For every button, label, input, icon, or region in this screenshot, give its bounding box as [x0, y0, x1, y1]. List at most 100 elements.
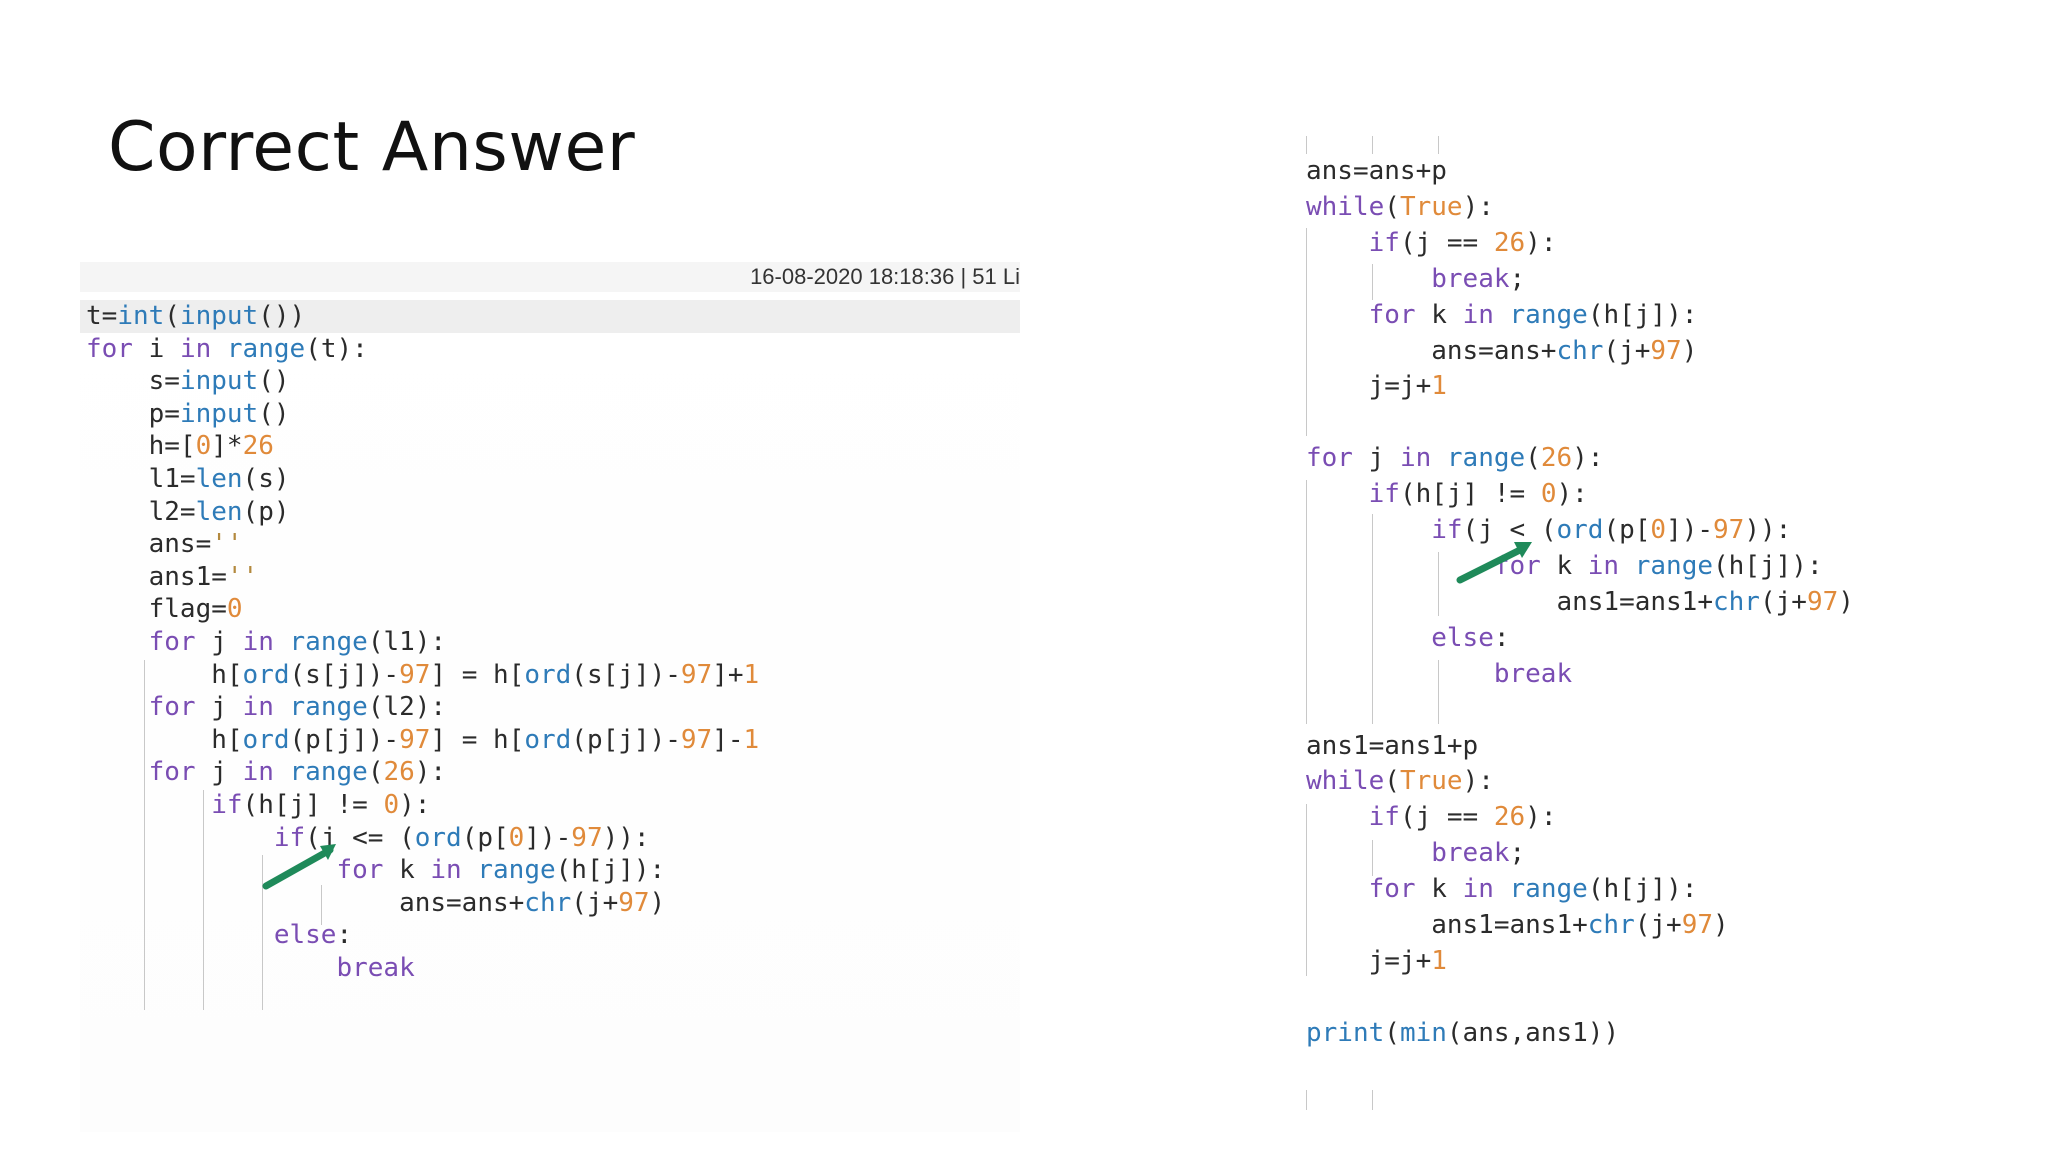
code-token: ):	[1462, 191, 1494, 222]
code-token: ):	[1556, 479, 1588, 510]
code-token: if	[1431, 515, 1463, 546]
code-token: input	[179, 366, 259, 397]
code-line: ans1=''	[86, 561, 759, 594]
code-token: =	[211, 594, 227, 625]
code-token	[1494, 874, 1510, 904]
code-token: (	[1384, 766, 1400, 797]
code-line	[1306, 980, 1854, 1016]
code-token: (ans,ans1))	[1446, 1017, 1620, 1048]
indent-guide	[321, 885, 322, 925]
code-line: ans1=ans1+chr(j+97)	[1306, 908, 1854, 944]
code-token	[274, 757, 290, 787]
code-token: range	[1509, 874, 1588, 905]
code-token: (j+	[1603, 335, 1651, 366]
code-token: (h[j] !=	[242, 789, 384, 820]
code-token: t	[86, 301, 102, 331]
code-token: break	[1431, 263, 1510, 294]
code-token: p	[86, 398, 165, 429]
code-token: =	[195, 529, 212, 560]
code-line: ans1=ans1+chr(j+97)	[1306, 585, 1853, 621]
code-line: for k in range(h[j]):	[1306, 298, 1854, 334]
code-token: h[	[86, 724, 243, 755]
code-token: ]*	[211, 431, 243, 462]
code-token: 97	[1806, 586, 1839, 617]
code-token: 1	[1431, 945, 1447, 976]
code-token: in	[430, 855, 462, 886]
code-token: ''	[211, 529, 243, 560]
code-token: 1	[743, 724, 760, 755]
code-token: 26	[1493, 802, 1526, 833]
code-token	[1494, 300, 1510, 330]
code-token: )	[1713, 910, 1729, 941]
code-token	[1306, 264, 1431, 294]
code-token: ;	[1509, 838, 1526, 869]
code-token: k	[1415, 874, 1463, 905]
code-token: ] = h[	[430, 659, 525, 690]
code-token	[1306, 515, 1431, 545]
code-line: while(True):	[1306, 764, 1854, 800]
indent-guide	[1306, 228, 1307, 436]
code-line: print(min(ans,ans1))	[1306, 1016, 1854, 1052]
code-token: if	[211, 789, 243, 820]
code-token: )	[649, 887, 666, 918]
code-token: (h[j]):	[1587, 874, 1698, 905]
code-line: flag=0	[86, 593, 759, 626]
code-token: (p)	[242, 496, 290, 527]
timestamp-label: 16-08-2020 18:18:36 | 51 Li	[750, 264, 1020, 289]
code-token: if	[273, 822, 306, 853]
code-token: ] = h[	[430, 724, 525, 755]
code-token: 0	[383, 789, 400, 820]
code-token: )):	[602, 822, 650, 853]
code-token: range	[289, 757, 368, 788]
code-token	[86, 627, 149, 657]
code-token: (l2):	[367, 692, 447, 723]
code-line: h[ord(p[j])-97] = h[ord(p[j])-97]-1	[86, 724, 759, 757]
code-token: for	[148, 626, 196, 657]
code-token: chr	[1556, 335, 1604, 366]
code-token: ord	[242, 724, 290, 755]
code-token: )):	[1744, 515, 1792, 546]
code-token	[274, 692, 290, 722]
code-token: if	[1368, 227, 1400, 258]
code-token: =	[164, 366, 180, 397]
code-token: ans	[86, 529, 196, 560]
code-token: len	[195, 463, 243, 494]
code-token	[1619, 551, 1635, 581]
code-token: 1	[743, 659, 760, 690]
code-token: int	[117, 301, 165, 331]
code-token: (j <= (	[305, 822, 415, 853]
code-token: (j+	[1634, 910, 1682, 941]
code-token: chr	[1587, 910, 1635, 941]
indent-guide	[203, 790, 204, 1010]
indent-guide	[1306, 480, 1307, 724]
code-token: while	[1306, 766, 1385, 797]
code-token	[86, 790, 211, 820]
arrow-pointer-icon	[262, 844, 336, 890]
code-token: min	[1399, 1017, 1447, 1048]
code-line: for j in range(26):	[86, 756, 759, 789]
code-token: 26	[242, 431, 274, 462]
code-token: ans=ans+	[86, 887, 525, 918]
code-token: k	[1540, 550, 1588, 581]
indent-guide	[1306, 136, 1307, 154]
code-line	[1306, 693, 1854, 729]
code-token	[86, 692, 149, 722]
code-line: ans=''	[86, 528, 759, 561]
code-token	[1306, 300, 1369, 330]
code-line: p=input()	[86, 398, 759, 431]
code-token: for	[148, 757, 196, 788]
code-token: ()	[258, 398, 290, 429]
code-line: break	[1306, 657, 1854, 693]
code-token: l2	[86, 496, 180, 527]
code-line: s=input()	[86, 365, 759, 398]
code-line: h=[0]*26	[86, 430, 759, 463]
code-token: (t):	[305, 333, 368, 364]
code-line: for j in range(l2):	[86, 691, 759, 724]
arrow-pointer-icon	[1456, 542, 1532, 584]
code-token: in	[1462, 874, 1494, 905]
code-token: for	[336, 855, 384, 886]
indent-guide	[1438, 660, 1439, 724]
code-token: j=j+	[1306, 371, 1432, 402]
code-token	[1306, 874, 1369, 904]
